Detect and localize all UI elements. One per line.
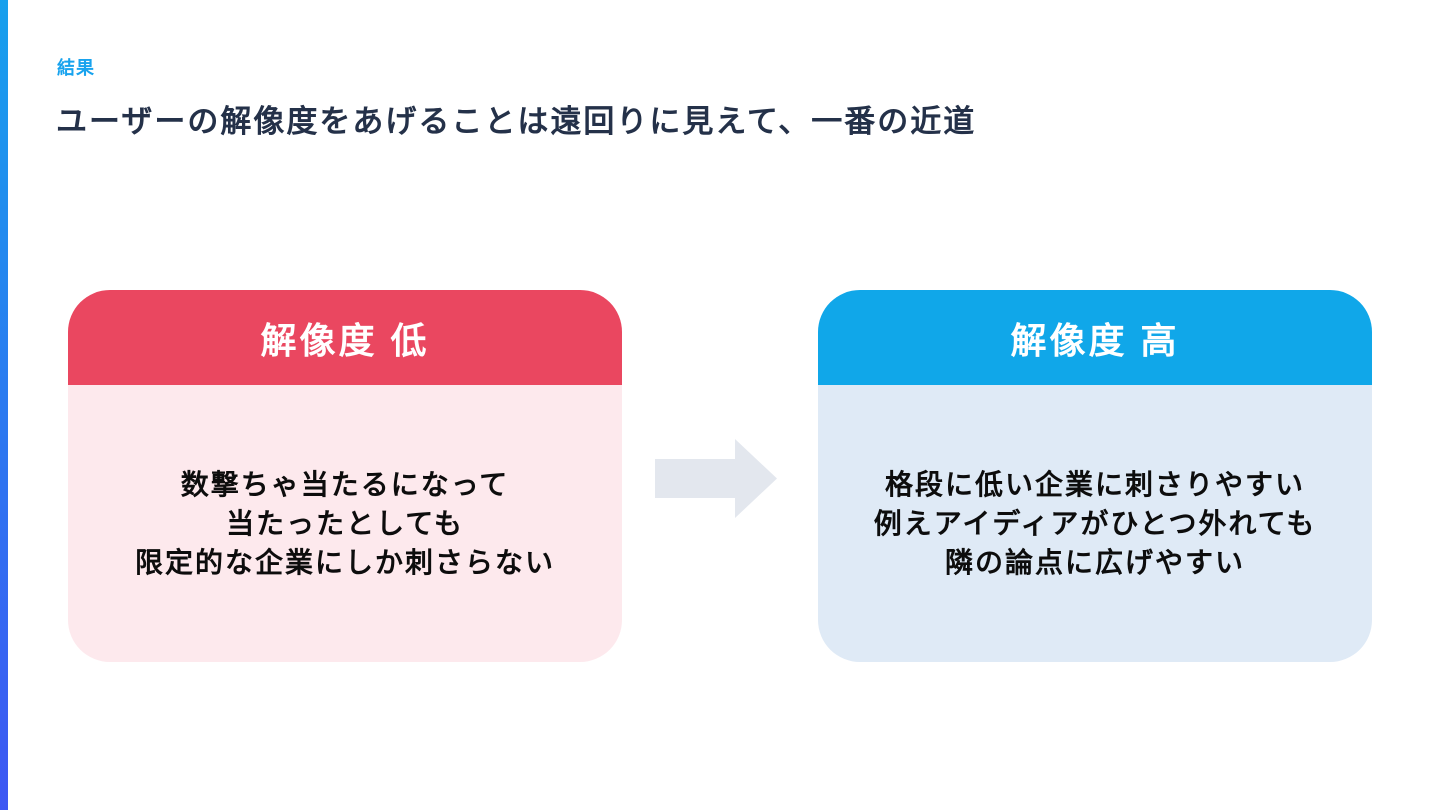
card-low-line: 限定的な企業にしか刺さらない — [134, 547, 555, 578]
card-high-line: 例えアイディアがひとつ外れても — [873, 508, 1317, 539]
card-high-resolution: 解像度 高 格段に低い企業に刺さりやすい 例えアイディアがひとつ外れても 隣の論… — [818, 290, 1372, 662]
right-arrow-icon — [655, 439, 777, 518]
card-low-line: 数撃ちゃ当たるになって — [180, 469, 510, 500]
card-low-resolution: 解像度 低 数撃ちゃ当たるになって 当たったとしても 限定的な企業にしか刺さらな… — [68, 290, 622, 662]
left-accent-bar — [0, 0, 8, 810]
card-high-resolution-header: 解像度 高 — [818, 290, 1372, 385]
card-high-resolution-body: 格段に低い企業に刺さりやすい 例えアイディアがひとつ外れても 隣の論点に広げやす… — [818, 385, 1372, 662]
card-low-resolution-header: 解像度 低 — [68, 290, 622, 385]
card-high-line: 隣の論点に広げやすい — [944, 547, 1245, 578]
page-title: ユーザーの解像度をあげることは遠回りに見えて、一番の近道 — [56, 104, 977, 139]
section-kicker: 結果 — [57, 58, 95, 78]
card-low-line: 当たったとしても — [226, 508, 464, 539]
card-high-line: 格段に低い企業に刺さりやすい — [884, 469, 1305, 500]
card-low-resolution-body: 数撃ちゃ当たるになって 当たったとしても 限定的な企業にしか刺さらない — [68, 385, 622, 662]
